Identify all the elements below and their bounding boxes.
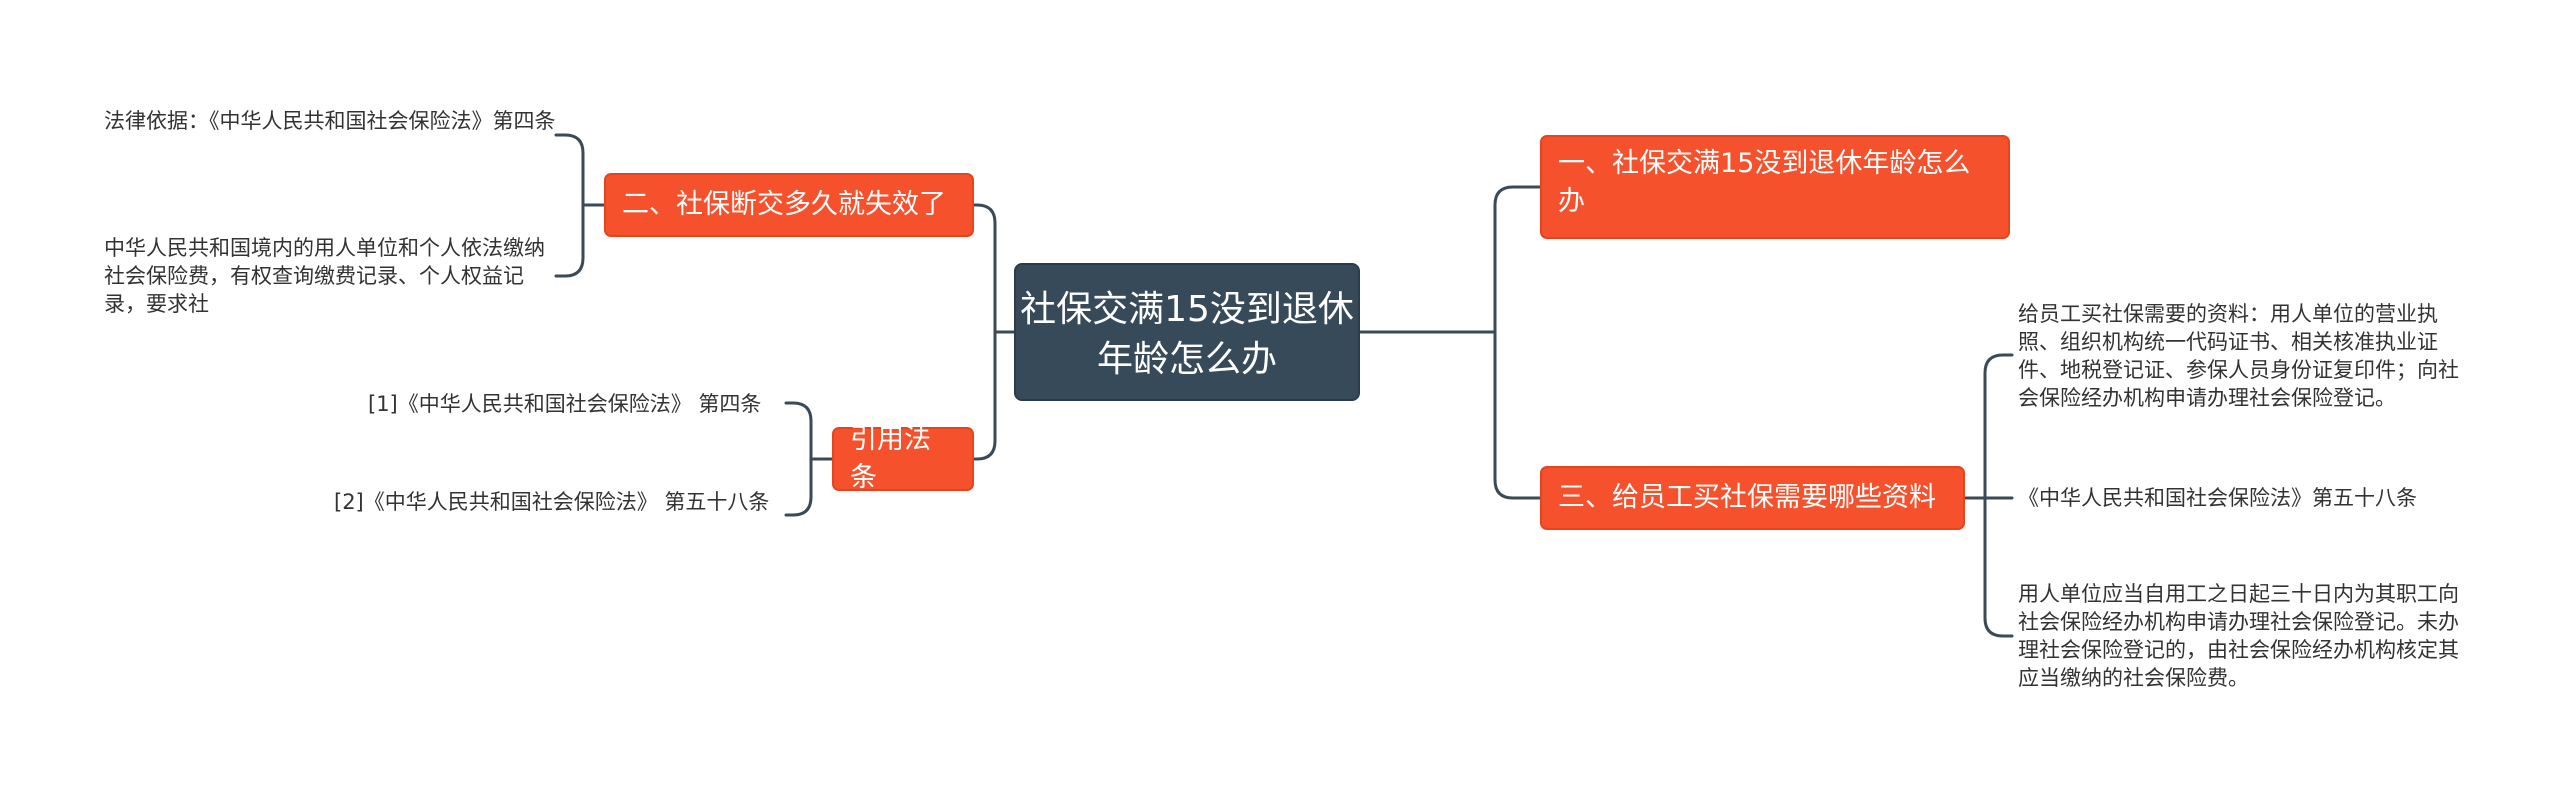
root-topic-label: 社保交满15没到退休年龄怎么办	[1020, 289, 1354, 380]
leaf-left-2-b[interactable]: 中华人民共和国境内的用人单位和个人依法缴纳社会保险费，有权查询缴费记录、个人权益…	[104, 236, 545, 316]
branch-right-1[interactable]: 一、社保交满15没到退休年龄怎么办	[1540, 135, 2010, 239]
leaf-right-3-a[interactable]: 给员工买社保需要的资料：用人单位的营业执照、组织机构统一代码证书、相关核准执业证…	[2018, 302, 2459, 410]
connector-left-2-leaf-a	[554, 133, 585, 207]
connector-left-branch-2	[972, 203, 997, 334]
connector-cite-leaf-1	[784, 401, 813, 461]
branch-right-3[interactable]: 三、给员工买社保需要哪些资料	[1540, 466, 1965, 530]
branch-left-cite[interactable]: 引用法条	[832, 424, 974, 493]
leaf-cite-1[interactable]: [1]《中华人民共和国社会保险法》 第四条	[368, 392, 762, 416]
branch-right-3-label: 三、给员工买社保需要哪些资料	[1558, 482, 1936, 513]
branch-right-1-label: 一、社保交满15没到退休年龄怎么办	[1558, 148, 1971, 217]
connector-left-branch-cite	[972, 330, 997, 461]
connector-cite-leaf-2	[784, 457, 813, 517]
root-topic[interactable]: 社保交满15没到退休年龄怎么办	[1014, 263, 1360, 401]
branch-left-2-label: 二、社保断交多久就失效了	[622, 189, 946, 220]
connector-right-branch-3	[1493, 330, 1542, 500]
branch-left-2[interactable]: 二、社保断交多久就失效了	[604, 173, 974, 237]
leaf-right-3-c[interactable]: 用人单位应当自用工之日起三十日内为其职工向社会保险经办机构申请办理社会保险登记。…	[2018, 582, 2459, 690]
leaf-right-3-b[interactable]: 《中华人民共和国社会保险法》第五十八条	[2018, 486, 2417, 510]
connector-right-3-leaf-a	[1983, 353, 2014, 500]
branch-left-cite-label: 引用法条	[850, 424, 931, 493]
connector-left-2-leaf-b	[554, 203, 585, 278]
connector-right-branch-1	[1493, 185, 1542, 334]
connector-right-3-leaf-c	[1983, 496, 2014, 638]
leaf-left-2-a[interactable]: 法律依据：《中华人民共和国社会保险法》第四条	[104, 109, 556, 133]
leaf-cite-2[interactable]: [2]《中华人民共和国社会保险法》 第五十八条	[334, 490, 770, 514]
